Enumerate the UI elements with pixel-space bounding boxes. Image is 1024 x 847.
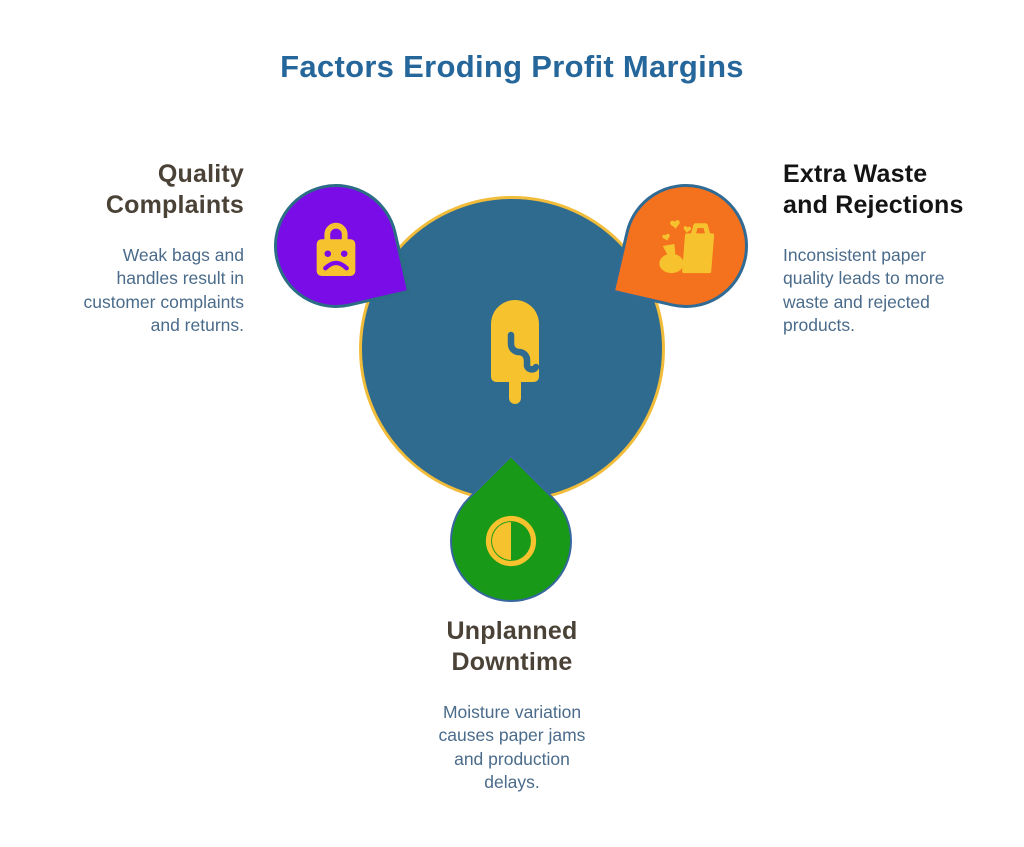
contrast-icon [452, 482, 570, 600]
factor-body: Weak bags and handles result in customer… [83, 245, 244, 335]
factor-text-quality-complaints: Quality Complaints Weak bags and handles… [34, 159, 244, 337]
page-title: Factors Eroding Profit Margins [280, 49, 744, 84]
factor-body: Inconsistent paper quality leads to more… [783, 245, 945, 335]
factor-text-unplanned-downtime: Unplanned Downtime Moisture variation ca… [382, 616, 642, 794]
popsicle-icon [362, 199, 668, 505]
factor-shape-extra-waste [611, 171, 761, 321]
factor-heading: Quality Complaints [105, 160, 244, 219]
factor-body: Moisture variation causes paper jams and… [438, 702, 586, 792]
factor-heading: Extra Waste and Rejections [783, 160, 964, 219]
factor-shape-quality-complaints [261, 171, 411, 321]
sad-shopping-bag-icon [277, 187, 395, 305]
factor-text-extra-waste: Extra Waste and Rejections Inconsistent … [783, 159, 1003, 337]
factor-heading: Unplanned Downtime [446, 617, 578, 676]
waste-bags-hearts-icon [627, 187, 745, 305]
center-hub-circle [359, 196, 665, 502]
factor-shape-unplanned-downtime [424, 454, 598, 628]
